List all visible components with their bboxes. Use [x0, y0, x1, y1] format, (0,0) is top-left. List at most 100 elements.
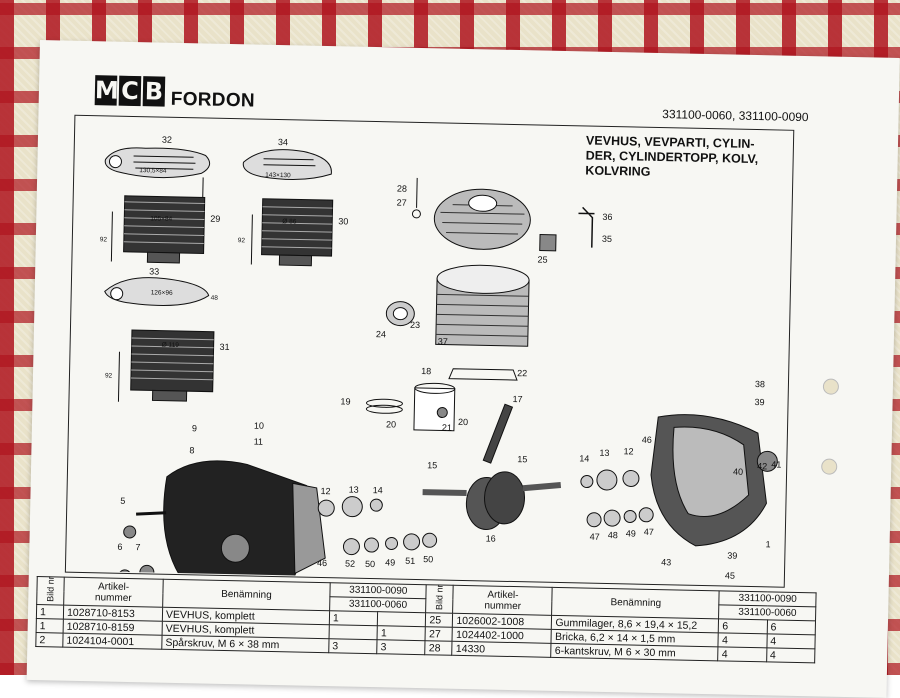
part-label: 48 — [608, 530, 618, 540]
punch-hole — [822, 378, 840, 395]
parts-table: Bild nr Artikel- nummer Benämning 331100… — [35, 576, 817, 663]
part-label: 11 — [254, 437, 264, 447]
cell-qty-b: 1 — [377, 625, 426, 641]
cylinder-29 — [110, 177, 206, 264]
part-label: 35 — [602, 234, 612, 244]
col-header-artikel: Artikel- nummer — [63, 577, 164, 608]
part-label: 17 — [512, 394, 522, 404]
part-label: 47 — [644, 527, 654, 537]
part-label: 25 — [537, 254, 547, 264]
part-label: 43 — [661, 557, 671, 567]
part-label: 15 — [517, 454, 527, 464]
dimension-label: 130,5×84 — [139, 167, 167, 175]
part-label: 28 — [397, 184, 407, 194]
crankcase-left — [163, 460, 326, 586]
cell-qty-a: 6 — [718, 618, 768, 634]
part-label: 14 — [373, 485, 383, 495]
cylinder-main — [435, 264, 530, 347]
cylinder-head-32 — [104, 147, 211, 179]
cell-benamning: Spårskruv, M 6 × 38 mm — [161, 635, 330, 653]
part-label: 52 — [345, 559, 355, 569]
parts-sheet: M C B FORDON 331100-0060, 331100-0090 VE… — [26, 40, 900, 698]
bearing-set-lower — [342, 507, 654, 556]
cell-qty-a: 1 — [329, 610, 378, 626]
piston — [413, 382, 456, 432]
part-label: 45 — [725, 570, 735, 580]
cylinder-30 — [250, 198, 334, 267]
part-label: 50 — [423, 554, 433, 564]
crankcase-right — [650, 414, 778, 547]
bearing-set-upper — [317, 469, 640, 518]
cylinder-31 — [117, 329, 215, 402]
dimension-label: 143×130 — [265, 172, 291, 180]
dimension-label: 105×84 — [150, 215, 172, 222]
part-label: 49 — [626, 528, 636, 538]
exploded-parts-diagram: 130,5×84 143×130 105×84 Ø 86 126×96 Ø 11… — [100, 135, 781, 586]
part-label: 24 — [376, 329, 386, 339]
dimension-label: Ø 86 — [282, 218, 297, 225]
part-label: 46 — [317, 558, 327, 568]
part-label: 19 — [340, 396, 350, 406]
col-header-artikel: Artikel- nummer — [453, 585, 553, 616]
cell-bild: 2 — [35, 632, 64, 648]
punch-hole — [821, 458, 838, 475]
part-label: 34 — [278, 137, 288, 147]
mcb-logo: M C B — [94, 75, 166, 107]
part-label: 50 — [365, 559, 375, 569]
part-label: 14 — [579, 453, 589, 463]
part-label: 30 — [338, 216, 348, 226]
cell-qty-b: 4 — [766, 647, 815, 663]
brand-name: FORDON — [170, 88, 256, 112]
part-label: 38 — [755, 379, 765, 389]
cell-bild: 25 — [425, 612, 454, 628]
part-label: 33 — [149, 266, 159, 276]
part-label: 6 — [117, 542, 122, 552]
cell-benamning: 6-kantskruv, M 6 × 30 mm — [551, 643, 719, 661]
dimension-label: 92 — [105, 372, 113, 379]
part-label: 37 — [438, 336, 448, 346]
cell-bild: 1 — [36, 604, 64, 620]
cell-qty-b: 4 — [766, 633, 816, 649]
logo-letter: M — [94, 75, 120, 106]
col-header-bild: Bild nr — [434, 584, 446, 611]
part-label: 1 — [765, 539, 770, 549]
cell-qty-b — [377, 611, 427, 627]
part-label: 40 — [733, 467, 743, 477]
dimension-label: 126×96 — [151, 289, 173, 296]
cell-bild: 1 — [36, 618, 64, 634]
logo-letter: B — [142, 76, 166, 107]
cylinder-head-33 — [104, 277, 210, 306]
cell-bild: 28 — [425, 640, 453, 656]
part-label: 46 — [642, 435, 652, 445]
part-label: 47 — [590, 532, 600, 542]
part-label: 12 — [321, 486, 331, 496]
cell-qty-a: 4 — [718, 646, 767, 662]
part-label: 49 — [385, 557, 395, 567]
part-label: 13 — [599, 448, 609, 458]
part-label: 7 — [135, 542, 140, 552]
cell-qty-a: 4 — [718, 632, 767, 648]
col-header-benamning: Benämning — [552, 587, 720, 619]
part-label: 5 — [120, 496, 125, 506]
part-label: 36 — [602, 212, 612, 222]
cylinder-head-main — [433, 188, 531, 250]
part-label: 39 — [754, 397, 764, 407]
part-label: 9 — [192, 423, 197, 433]
part-label: 41 — [771, 459, 781, 469]
part-label: 42 — [757, 461, 767, 471]
cell-qty-b: 3 — [376, 639, 426, 655]
part-label: 12 — [623, 446, 633, 456]
col-header-benamning: Benämning — [162, 579, 331, 611]
part-label: 29 — [210, 214, 220, 224]
part-label: 20 — [458, 417, 468, 427]
cell-qty-b: 6 — [766, 619, 816, 635]
part-label: 13 — [349, 485, 359, 495]
part-label: 20 — [386, 419, 396, 429]
part-label: 15 — [427, 460, 437, 470]
dimension-label: 92 — [100, 236, 108, 243]
part-label: 18 — [421, 366, 431, 376]
part-label: 32 — [162, 135, 172, 145]
part-label: 39 — [727, 551, 737, 561]
cell-qty-a: 3 — [328, 638, 378, 654]
part-label: 10 — [254, 421, 264, 431]
